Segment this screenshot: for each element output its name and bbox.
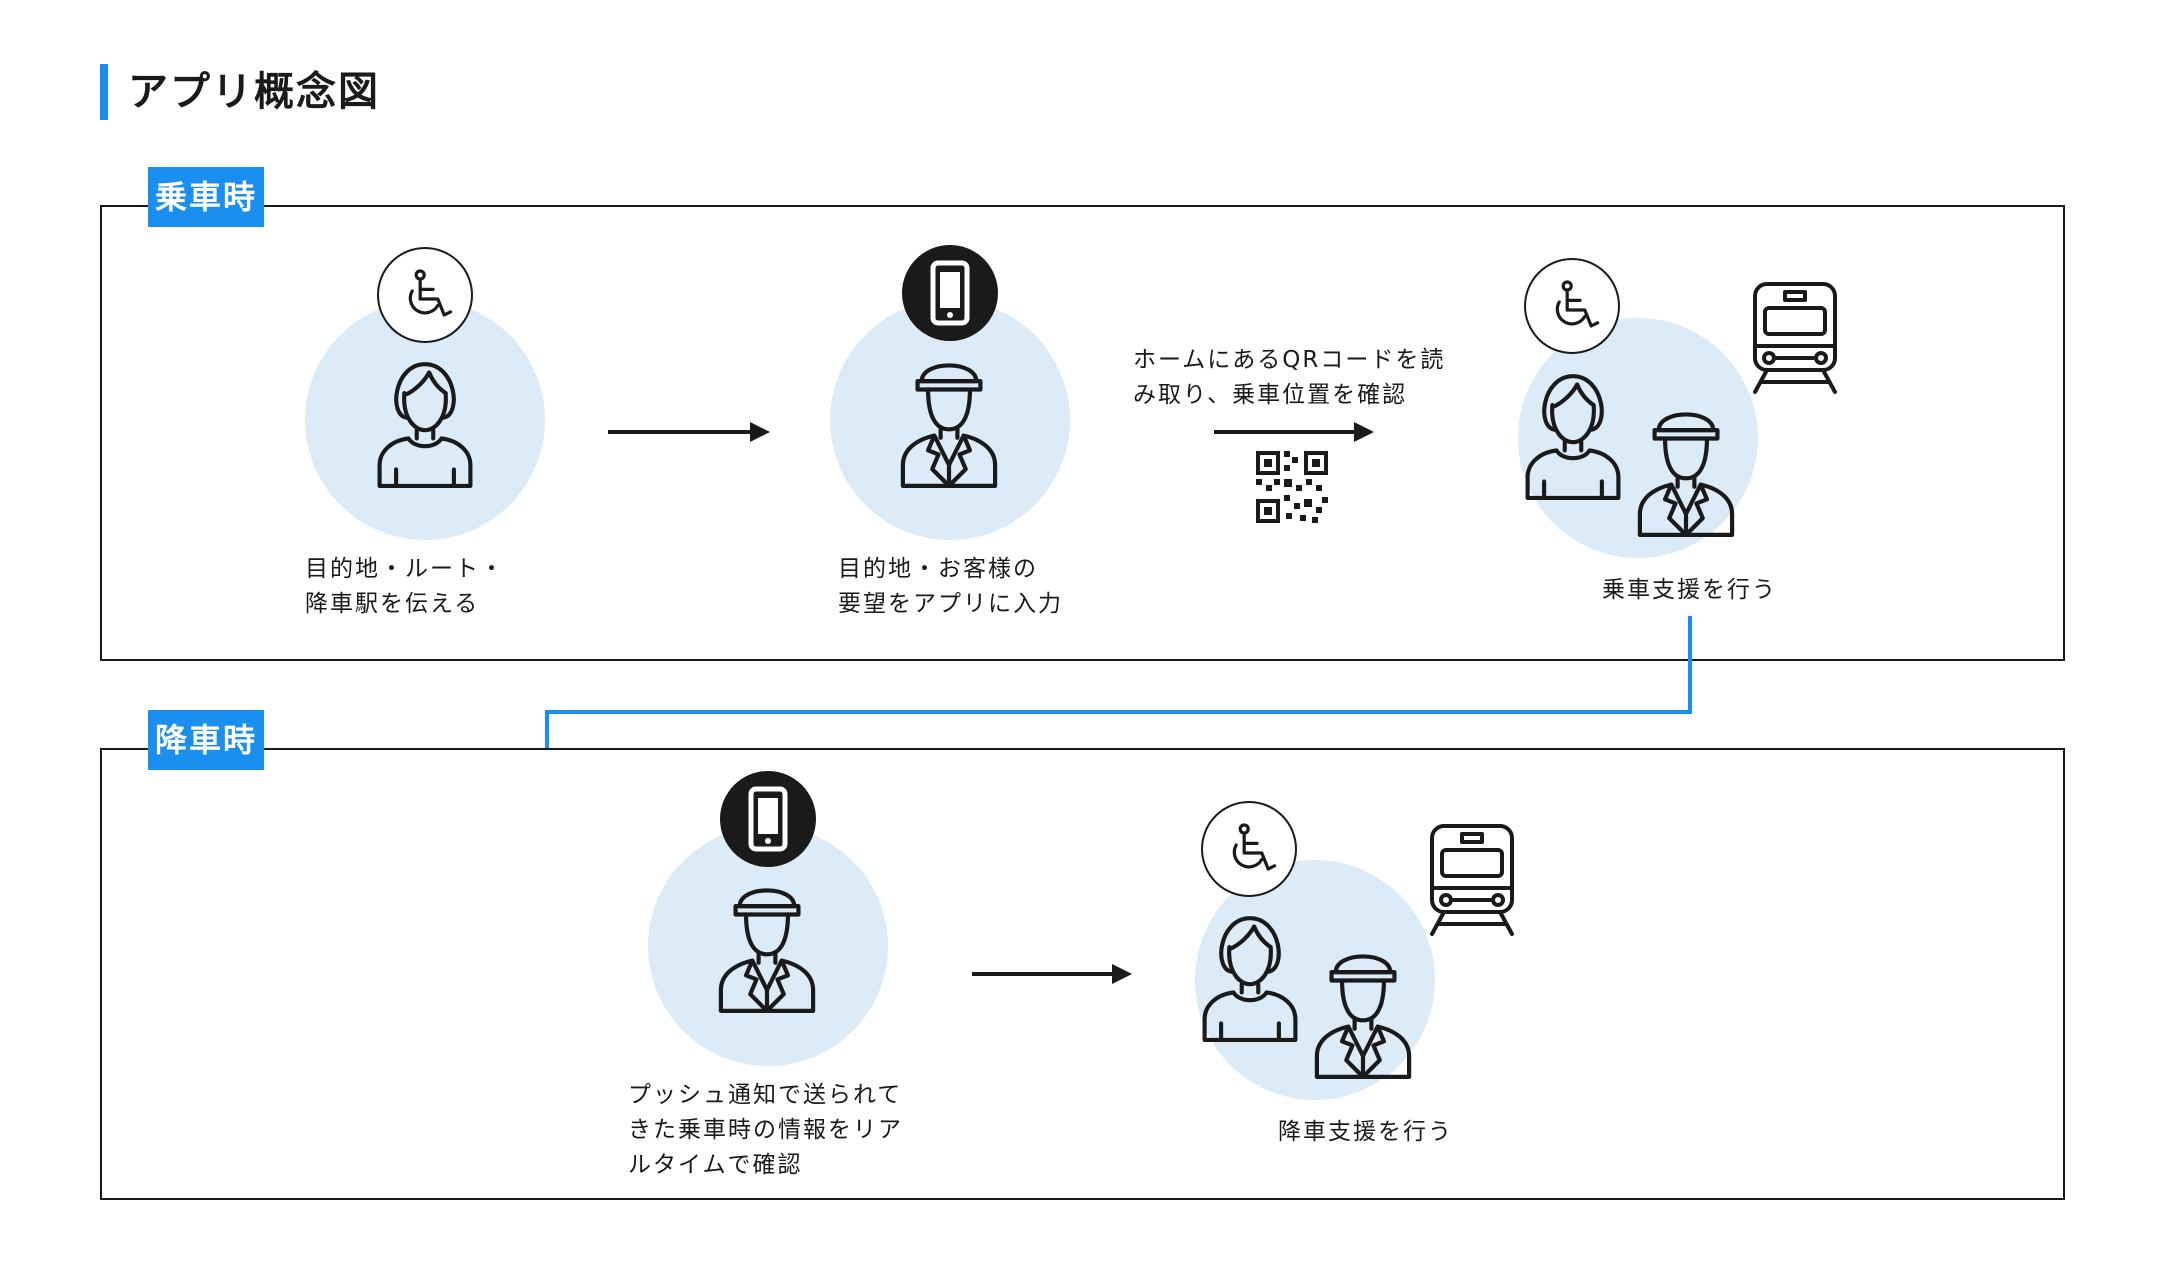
step-label-app-input: 目的地・お客様の 要望をアプリに入力 — [838, 552, 1063, 622]
passenger-woman-icon — [1518, 370, 1628, 500]
train-icon — [1753, 282, 1837, 394]
label-line: 目的地・ルート・ — [305, 556, 505, 582]
step-label-push-notification: プッシュ通知で送られて きた乗車時の情報をリア ルタイムで確認 — [628, 1078, 903, 1183]
wheelchair-icon — [408, 269, 453, 317]
wheelchair-icon — [1232, 823, 1277, 871]
step-label-alighting-assist: 降車支援を行う — [1278, 1119, 1453, 1145]
label-line: ルタイムで確認 — [628, 1152, 803, 1178]
station-staff-icon — [708, 881, 826, 1013]
arrow-right-icon — [1214, 422, 1374, 442]
arrow-right-icon — [972, 964, 1132, 984]
step-label-boarding-assist: 乗車支援を行う — [1602, 577, 1777, 603]
label-line: 要望をアプリに入力 — [838, 591, 1063, 617]
qr-code-icon — [1256, 451, 1328, 523]
passenger-woman-icon — [1195, 912, 1305, 1042]
arrow-right-icon — [608, 422, 770, 442]
station-staff-icon — [890, 356, 1008, 488]
qr-caption: ホームにあるQRコードを読 み取り、乗車位置を確認 — [1133, 343, 1445, 413]
passenger-woman-icon — [372, 358, 478, 488]
wheelchair-badge — [1201, 801, 1297, 897]
label-line: ホームにあるQRコードを読 — [1133, 347, 1446, 373]
station-staff-icon — [1625, 405, 1747, 537]
label-line: 降車駅を伝える — [305, 591, 480, 617]
station-staff-icon — [1302, 947, 1424, 1079]
step-label-destination: 目的地・ルート・ 降車駅を伝える — [305, 552, 505, 622]
label-line: きた乗車時の情報をリア — [628, 1117, 903, 1143]
smartphone-badge — [902, 245, 998, 341]
smartphone-icon — [931, 261, 969, 325]
page-title: アプリ概念図 — [128, 69, 380, 115]
section-tag-alighting: 降車時 — [148, 710, 264, 770]
wheelchair-badge — [377, 247, 473, 343]
section-tag-boarding: 乗車時 — [148, 167, 264, 227]
wheelchair-badge — [1524, 258, 1620, 354]
label-line: 目的地・お客様の — [838, 556, 1038, 582]
train-icon — [1430, 824, 1514, 936]
label-line: み取り、乗車位置を確認 — [1133, 382, 1408, 408]
smartphone-badge — [720, 771, 816, 867]
title-accent-bar — [100, 64, 108, 120]
label-line: プッシュ通知で送られて — [628, 1082, 903, 1108]
smartphone-icon — [749, 787, 787, 851]
wheelchair-icon — [1555, 280, 1600, 328]
